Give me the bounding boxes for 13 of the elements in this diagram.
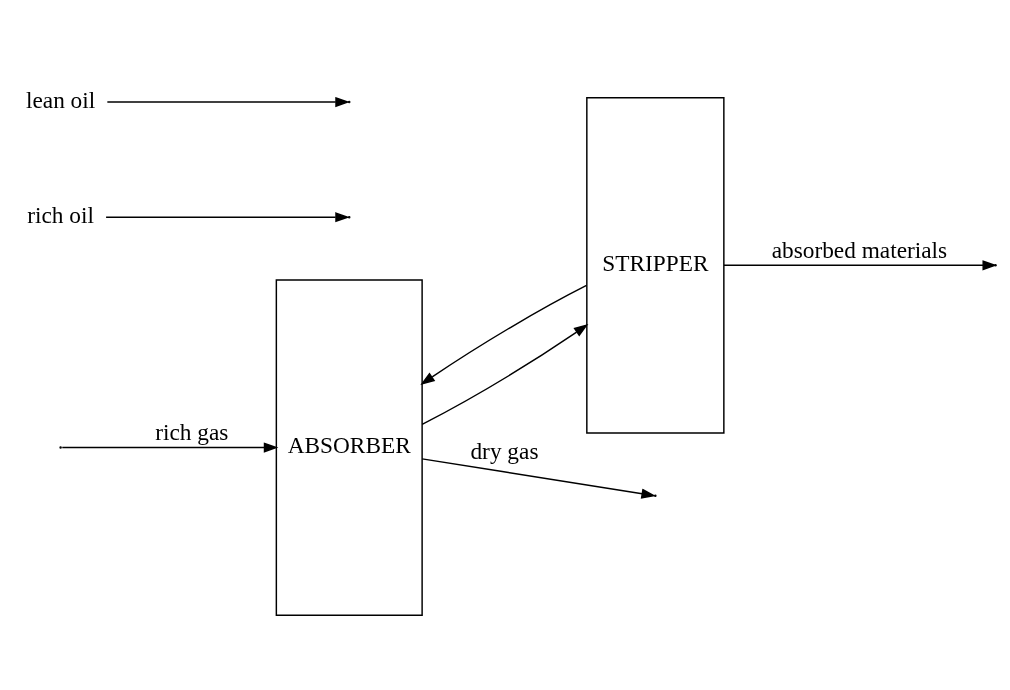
edge-label: absorbed materials [771,236,948,263]
arrow [421,323,589,425]
arrow [61,441,279,453]
arrow [421,457,656,499]
node-box: STRIPPER [586,96,725,434]
arrow [106,96,350,107]
node-text: rich oil [27,201,94,228]
edge-label: dry gas [470,437,539,464]
edge-label: rich gas [155,418,229,445]
node-text: lean oil [25,86,96,113]
arrow [105,211,350,222]
arrow [420,284,588,385]
node-box: ABSORBER [275,278,423,616]
